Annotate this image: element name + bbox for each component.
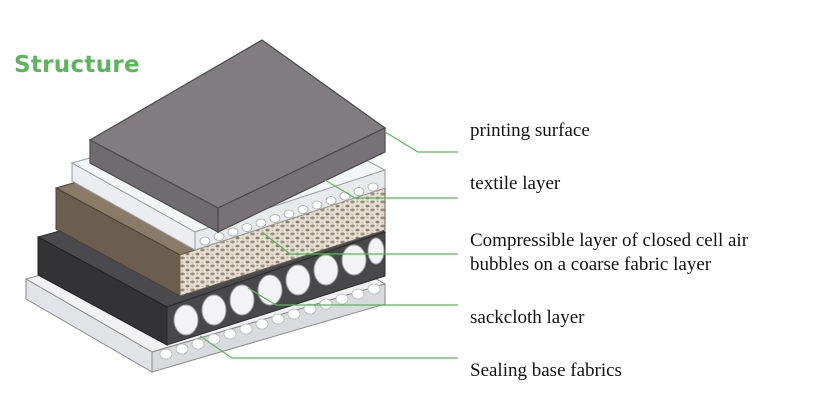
label-compressible-layer-line-2: bubbles on a coarse fabric layer <box>470 254 712 275</box>
diagram-title: Structure <box>14 52 140 78</box>
leader-printing-surface <box>384 131 458 153</box>
label-compressible-layer-line-1: Compressible layer of closed cell air <box>470 230 749 251</box>
label-sackcloth-layer: sackcloth layer <box>470 307 585 328</box>
label-sealing-base-fabrics: Sealing base fabrics <box>470 360 622 381</box>
leader-sackcloth-layer <box>247 287 458 306</box>
printing-surface-layer <box>88 39 387 234</box>
leader-textile-layer <box>324 179 458 199</box>
label-printing-surface: printing surface <box>470 120 590 141</box>
label-textile-layer: textile layer <box>470 173 561 194</box>
leader-compressible-layer <box>261 231 458 255</box>
leader-lines <box>199 131 458 359</box>
leader-sealing-base-fabrics <box>199 335 458 359</box>
